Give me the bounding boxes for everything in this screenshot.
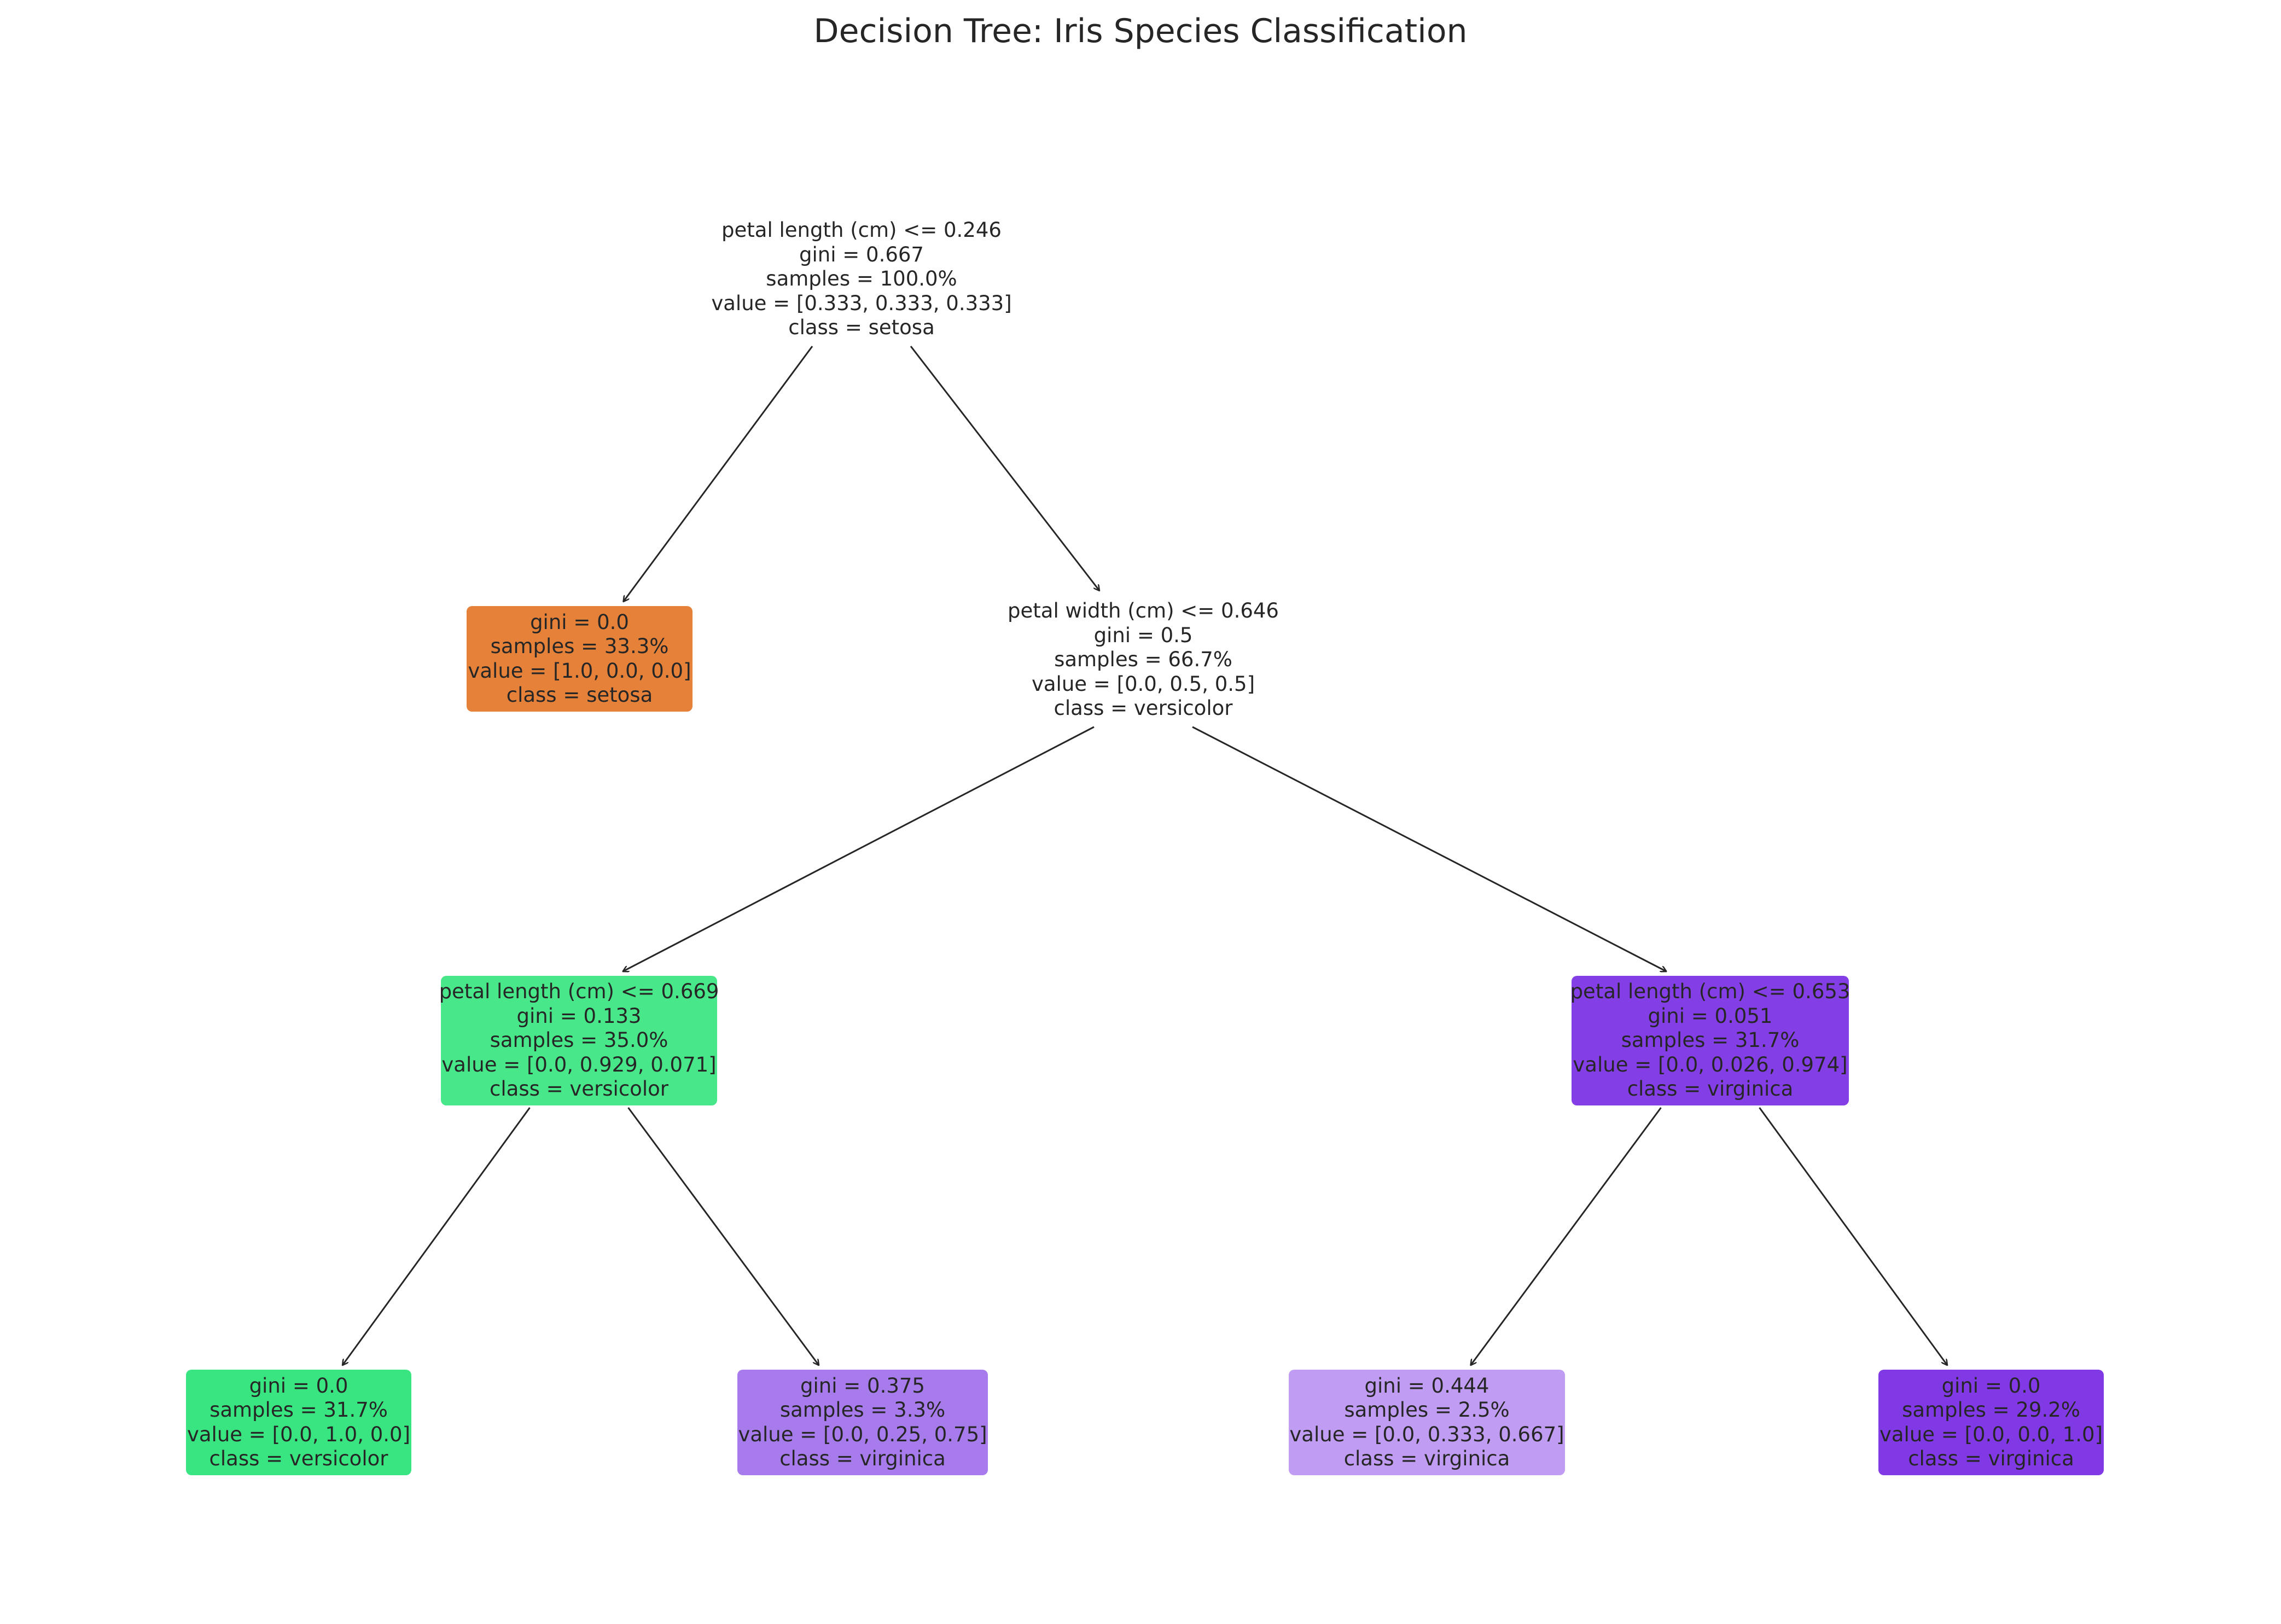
- node-line: class = versicolor: [1054, 696, 1233, 720]
- node-line: class = versicolor: [209, 1447, 388, 1470]
- node-line: class = virginica: [1343, 1447, 1510, 1470]
- chart-title: Decision Tree: Iris Species Classificati…: [813, 12, 1468, 50]
- node-line: samples = 3.3%: [779, 1398, 946, 1422]
- node-line: samples = 31.7%: [1621, 1028, 1800, 1052]
- edge-root-n1: [624, 346, 813, 602]
- node-line: gini = 0.0: [249, 1373, 348, 1398]
- node-line: value = [1.0, 0.0, 0.0]: [468, 659, 691, 683]
- node-line: value = [0.0, 0.5, 0.5]: [1031, 672, 1255, 696]
- edge-root-n2: [910, 346, 1099, 591]
- node-line: value = [0.0, 0.0, 1.0]: [1879, 1422, 2103, 1446]
- edge-n3-n6: [627, 1107, 819, 1365]
- node-line: gini = 0.133: [516, 1004, 642, 1028]
- edge-n2-n3: [623, 726, 1095, 971]
- node-line: value = [0.0, 0.026, 0.974]: [1573, 1052, 1848, 1076]
- node-line: gini = 0.0: [530, 610, 629, 634]
- edge-n2-n4: [1192, 726, 1667, 971]
- node-line: samples = 31.7%: [210, 1398, 388, 1422]
- node-line: petal length (cm) <= 0.653: [1570, 980, 1851, 1004]
- node-line: class = versicolor: [490, 1077, 668, 1101]
- node-line: class = virginica: [1908, 1447, 2074, 1470]
- node-line: gini = 0.375: [800, 1373, 925, 1398]
- node-line: petal length (cm) <= 0.669: [439, 980, 719, 1004]
- node-line: value = [0.333, 0.333, 0.333]: [711, 291, 1012, 315]
- node-line: gini = 0.444: [1364, 1373, 1489, 1398]
- node-line: value = [0.0, 1.0, 0.0]: [187, 1422, 411, 1446]
- node-line: gini = 0.051: [1648, 1004, 1773, 1028]
- node-line: class = virginica: [779, 1447, 946, 1470]
- node-line: class = setosa: [788, 316, 935, 340]
- node-line: samples = 66.7%: [1054, 648, 1232, 672]
- node-line: samples = 29.2%: [1902, 1398, 2080, 1422]
- node-line: value = [0.0, 0.333, 0.667]: [1289, 1422, 1564, 1446]
- edge-n3-n5: [342, 1107, 531, 1365]
- edge-n4-n8: [1759, 1107, 1948, 1365]
- node-line: value = [0.0, 0.929, 0.071]: [441, 1052, 717, 1076]
- node-line: gini = 0.667: [799, 242, 924, 266]
- node-line: samples = 2.5%: [1344, 1398, 1510, 1422]
- node-line: gini = 0.5: [1093, 623, 1193, 647]
- node-line: petal width (cm) <= 0.646: [1008, 599, 1279, 623]
- node-line: value = [0.0, 0.25, 0.75]: [738, 1422, 987, 1446]
- node-line: samples = 35.0%: [490, 1028, 668, 1052]
- node-line: gini = 0.0: [1941, 1373, 2041, 1398]
- edge-n4-n7: [1471, 1107, 1662, 1365]
- node-line: class = setosa: [506, 683, 653, 707]
- node-line: samples = 100.0%: [766, 267, 957, 291]
- node-line: class = virginica: [1627, 1077, 1794, 1101]
- node-line: petal length (cm) <= 0.246: [721, 218, 1002, 242]
- node-line: samples = 33.3%: [490, 635, 669, 658]
